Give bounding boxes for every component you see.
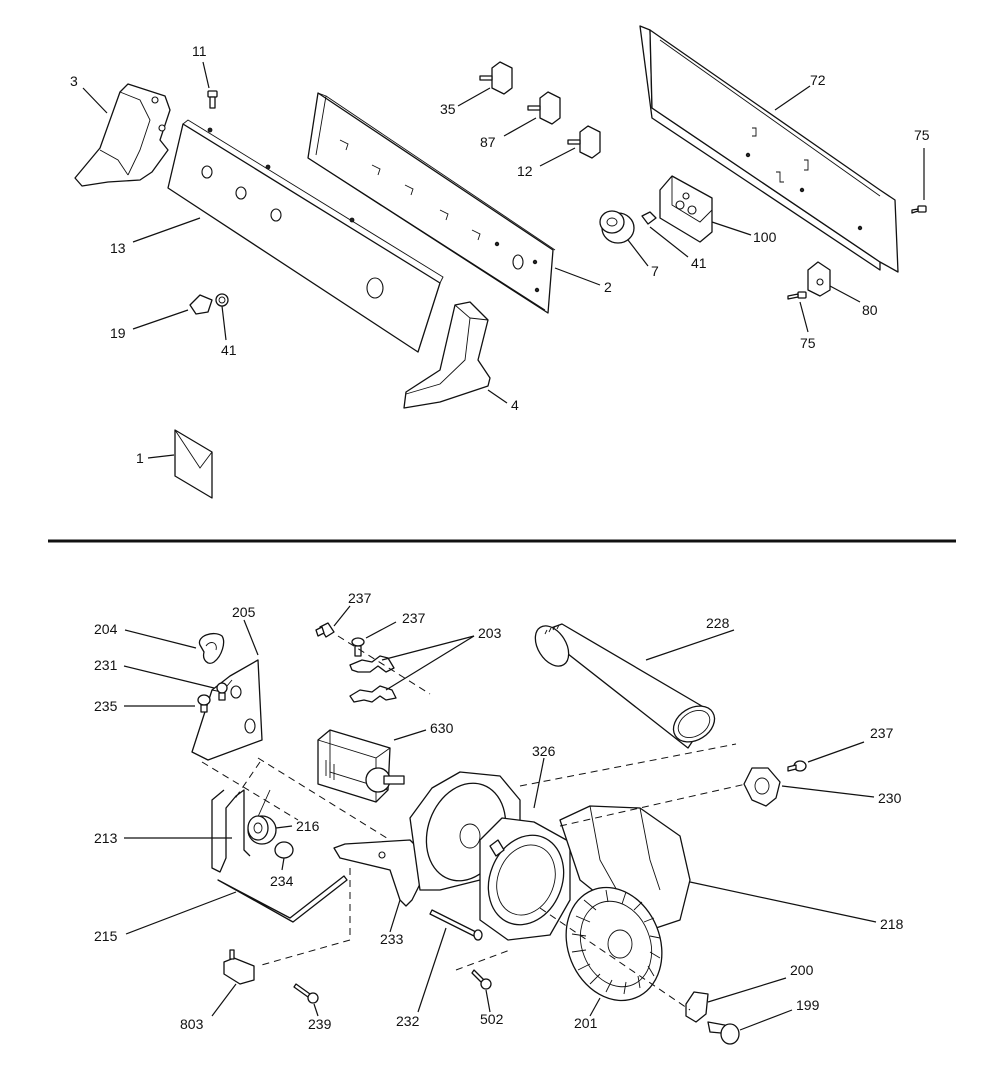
- callout-218: 218: [880, 916, 904, 932]
- callout-630: 630: [430, 720, 454, 736]
- callout-100: 100: [753, 229, 777, 245]
- part-204-clip: [198, 632, 225, 664]
- callout-205: 205: [232, 604, 256, 620]
- part-80-bracket: [807, 261, 831, 297]
- callout-75-bottom: 75: [800, 335, 816, 351]
- part-215-rod: [217, 875, 348, 923]
- part-3-end-cap: [74, 83, 171, 187]
- callout-201: 201: [574, 1015, 598, 1031]
- callout-80: 80: [862, 302, 878, 318]
- part-205-bracket: [191, 659, 263, 761]
- part-237-screw-c: [787, 760, 807, 772]
- callout-19: 19: [110, 325, 126, 341]
- callout-75-top: 75: [914, 127, 930, 143]
- part-13-control-panel: [167, 119, 444, 353]
- part-326-housing-front: [409, 771, 571, 941]
- callout-326: 326: [532, 743, 556, 759]
- part-239-screw: [293, 983, 319, 1004]
- callout-203: 203: [478, 625, 502, 641]
- callout-2: 2: [604, 279, 612, 295]
- part-228-duct: [534, 623, 716, 749]
- part-2-frame: [307, 92, 556, 314]
- callout-41-right: 41: [691, 255, 707, 271]
- part-201-blower-wheel: [565, 886, 663, 1002]
- part-87-switch: [527, 91, 561, 125]
- callout-803: 803: [180, 1016, 204, 1032]
- part-502-screw: [471, 969, 492, 990]
- part-231-screw: [216, 682, 228, 701]
- callout-230: 230: [878, 790, 902, 806]
- callout-216: 216: [296, 818, 320, 834]
- part-11-screw: [207, 90, 218, 109]
- callout-213: 213: [94, 830, 118, 846]
- part-803-switch: [223, 949, 255, 985]
- callout-labels: 3 11 13 19 41 1 4 2 35 87 12 72 75 100 4…: [70, 43, 930, 1032]
- part-41-knob-insert: [641, 211, 657, 225]
- callout-7: 7: [651, 263, 659, 279]
- part-19-knob: [189, 293, 229, 315]
- part-200-clip: [685, 991, 709, 1023]
- part-230-thermostat: [743, 767, 781, 807]
- part-235-screw: [197, 694, 211, 713]
- part-4-end-bracket: [403, 301, 491, 409]
- callout-12: 12: [517, 163, 533, 179]
- part-75-screw-bottom: [787, 291, 807, 300]
- callout-228: 228: [706, 615, 730, 631]
- part-7-knob: [599, 210, 635, 244]
- part-237-screw-b: [351, 637, 365, 657]
- part-12-switch: [567, 125, 601, 159]
- part-234-pulley-small: [274, 841, 294, 859]
- part-1-envelope: [174, 429, 213, 499]
- part-203-clamp-lower: [349, 685, 397, 703]
- part-100-timer: [659, 175, 713, 243]
- callout-239: 239: [308, 1016, 332, 1032]
- callout-13: 13: [110, 240, 126, 256]
- part-233-base: [333, 839, 423, 907]
- part-199-bolt: [707, 1021, 740, 1045]
- part-35-switch: [479, 61, 513, 95]
- callout-502: 502: [480, 1011, 504, 1027]
- callout-204: 204: [94, 621, 118, 637]
- callout-233: 233: [380, 931, 404, 947]
- part-237-screw-a: [315, 622, 335, 638]
- part-216-pulley: [247, 815, 277, 845]
- leader-lines-upper: [82, 61, 925, 459]
- leader-lines-lower: [123, 605, 877, 1031]
- part-75-screw-top: [911, 205, 927, 214]
- part-232-bolt: [429, 909, 483, 941]
- part-630-motor: [317, 729, 405, 803]
- callout-199: 199: [796, 997, 820, 1013]
- callout-237-b: 237: [402, 610, 426, 626]
- callout-1: 1: [136, 450, 144, 466]
- callout-41-left: 41: [221, 342, 237, 358]
- callout-237-c: 237: [870, 725, 894, 741]
- callout-3: 3: [70, 73, 78, 89]
- callout-237-a: 237: [348, 590, 372, 606]
- assembly-dashed-lines: [201, 635, 747, 1011]
- callout-4: 4: [511, 397, 519, 413]
- callout-200: 200: [790, 962, 814, 978]
- part-72-rear-panel: [639, 25, 899, 273]
- callout-87: 87: [480, 134, 496, 150]
- callout-232: 232: [396, 1013, 420, 1029]
- callout-234: 234: [270, 873, 294, 889]
- callout-11: 11: [192, 43, 207, 59]
- callout-235: 235: [94, 698, 118, 714]
- callout-35: 35: [440, 101, 456, 117]
- callout-72: 72: [810, 72, 826, 88]
- callout-231: 231: [94, 657, 118, 673]
- callout-215: 215: [94, 928, 118, 944]
